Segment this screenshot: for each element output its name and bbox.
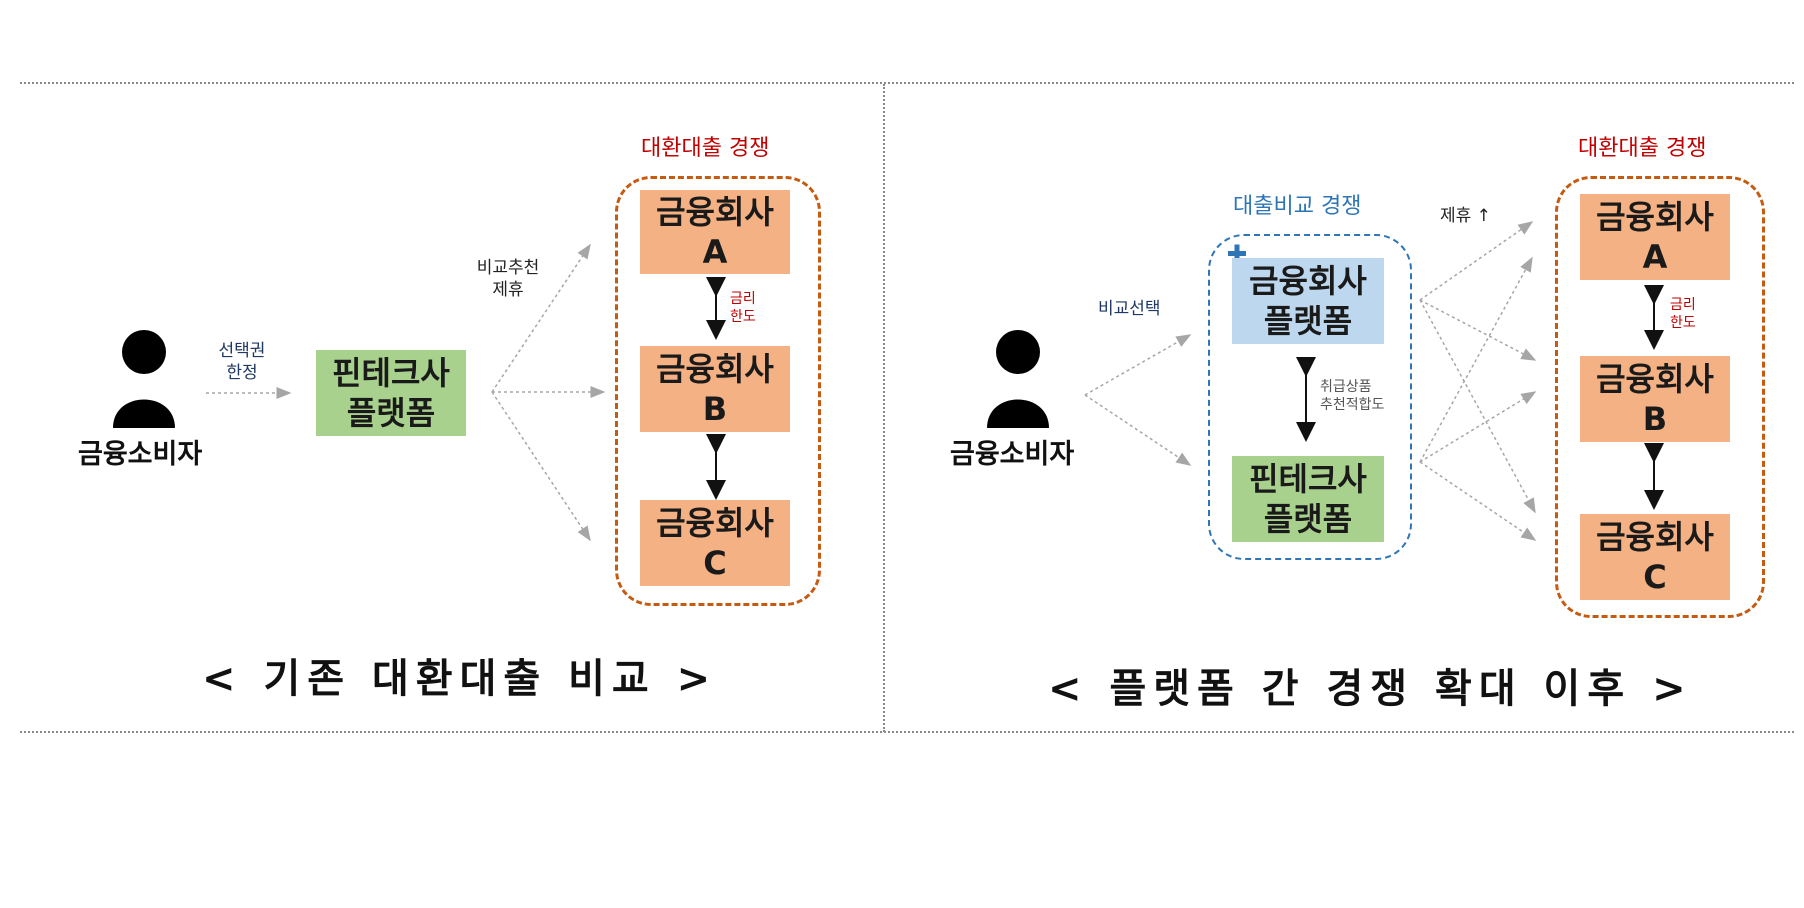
left-caption: < 기존 대환대출 비교 >	[202, 656, 718, 702]
loan-compare-competition-group	[1208, 234, 1412, 560]
compare-recommend-label: 비교추천 제휴	[476, 258, 540, 300]
consumer-label-right: 금융소비자	[950, 439, 1075, 470]
refinance-competition-label-right: 대환대출 경쟁	[1578, 136, 1707, 161]
refinance-competition-group-right	[1555, 176, 1765, 618]
rate-limit-label-right: 금리 한도	[1670, 297, 1696, 331]
bank-a-box-right: 금융회사 A	[1580, 194, 1730, 280]
fintech-platform-box: 핀테크사 플랫폼	[316, 350, 466, 436]
right-caption: < 플랫폼 간 경쟁 확대 이후 >	[1048, 666, 1693, 712]
panel-divider	[883, 84, 885, 732]
arrow-fintech-to-bank-c	[491, 391, 591, 542]
rate-limit-label: 금리 한도	[730, 291, 756, 325]
refinance-competition-group	[615, 176, 821, 606]
partnership-label: 제휴 ↑	[1440, 206, 1491, 226]
consumer-label: 금융소비자	[78, 439, 203, 470]
refinance-competition-label: 대환대출 경쟁	[641, 136, 770, 161]
bottom-frame-line	[20, 731, 1794, 733]
bank-b-box-right: 금융회사 B	[1580, 356, 1730, 442]
bank-a-box: 금융회사 A	[640, 190, 790, 274]
product-fit-label: 취급상품 추천적합도	[1320, 379, 1385, 413]
finco-platform-box: 금융회사 플랫폼	[1232, 258, 1384, 344]
choice-limited-label: 선택권 한정	[218, 341, 266, 383]
loan-compare-competition-label: 대출비교 경쟁	[1233, 194, 1362, 219]
arrow-consumer-to-fintech-platform	[1084, 394, 1192, 466]
consumer-person-icon-right	[987, 330, 1049, 428]
top-frame-line	[20, 82, 1794, 84]
bank-c-box: 금융회사 C	[640, 500, 790, 586]
bank-c-box-right: 금융회사 C	[1580, 514, 1730, 600]
arrow-consumer-to-finco-platform	[1084, 334, 1192, 396]
bank-b-box: 금융회사 B	[640, 346, 790, 432]
consumer-person-icon	[113, 330, 175, 428]
fintech-platform-box-right: 핀테크사 플랫폼	[1232, 456, 1384, 542]
platform-to-bank-arrows	[1419, 221, 1537, 541]
compare-select-label: 비교선택	[1098, 299, 1161, 319]
